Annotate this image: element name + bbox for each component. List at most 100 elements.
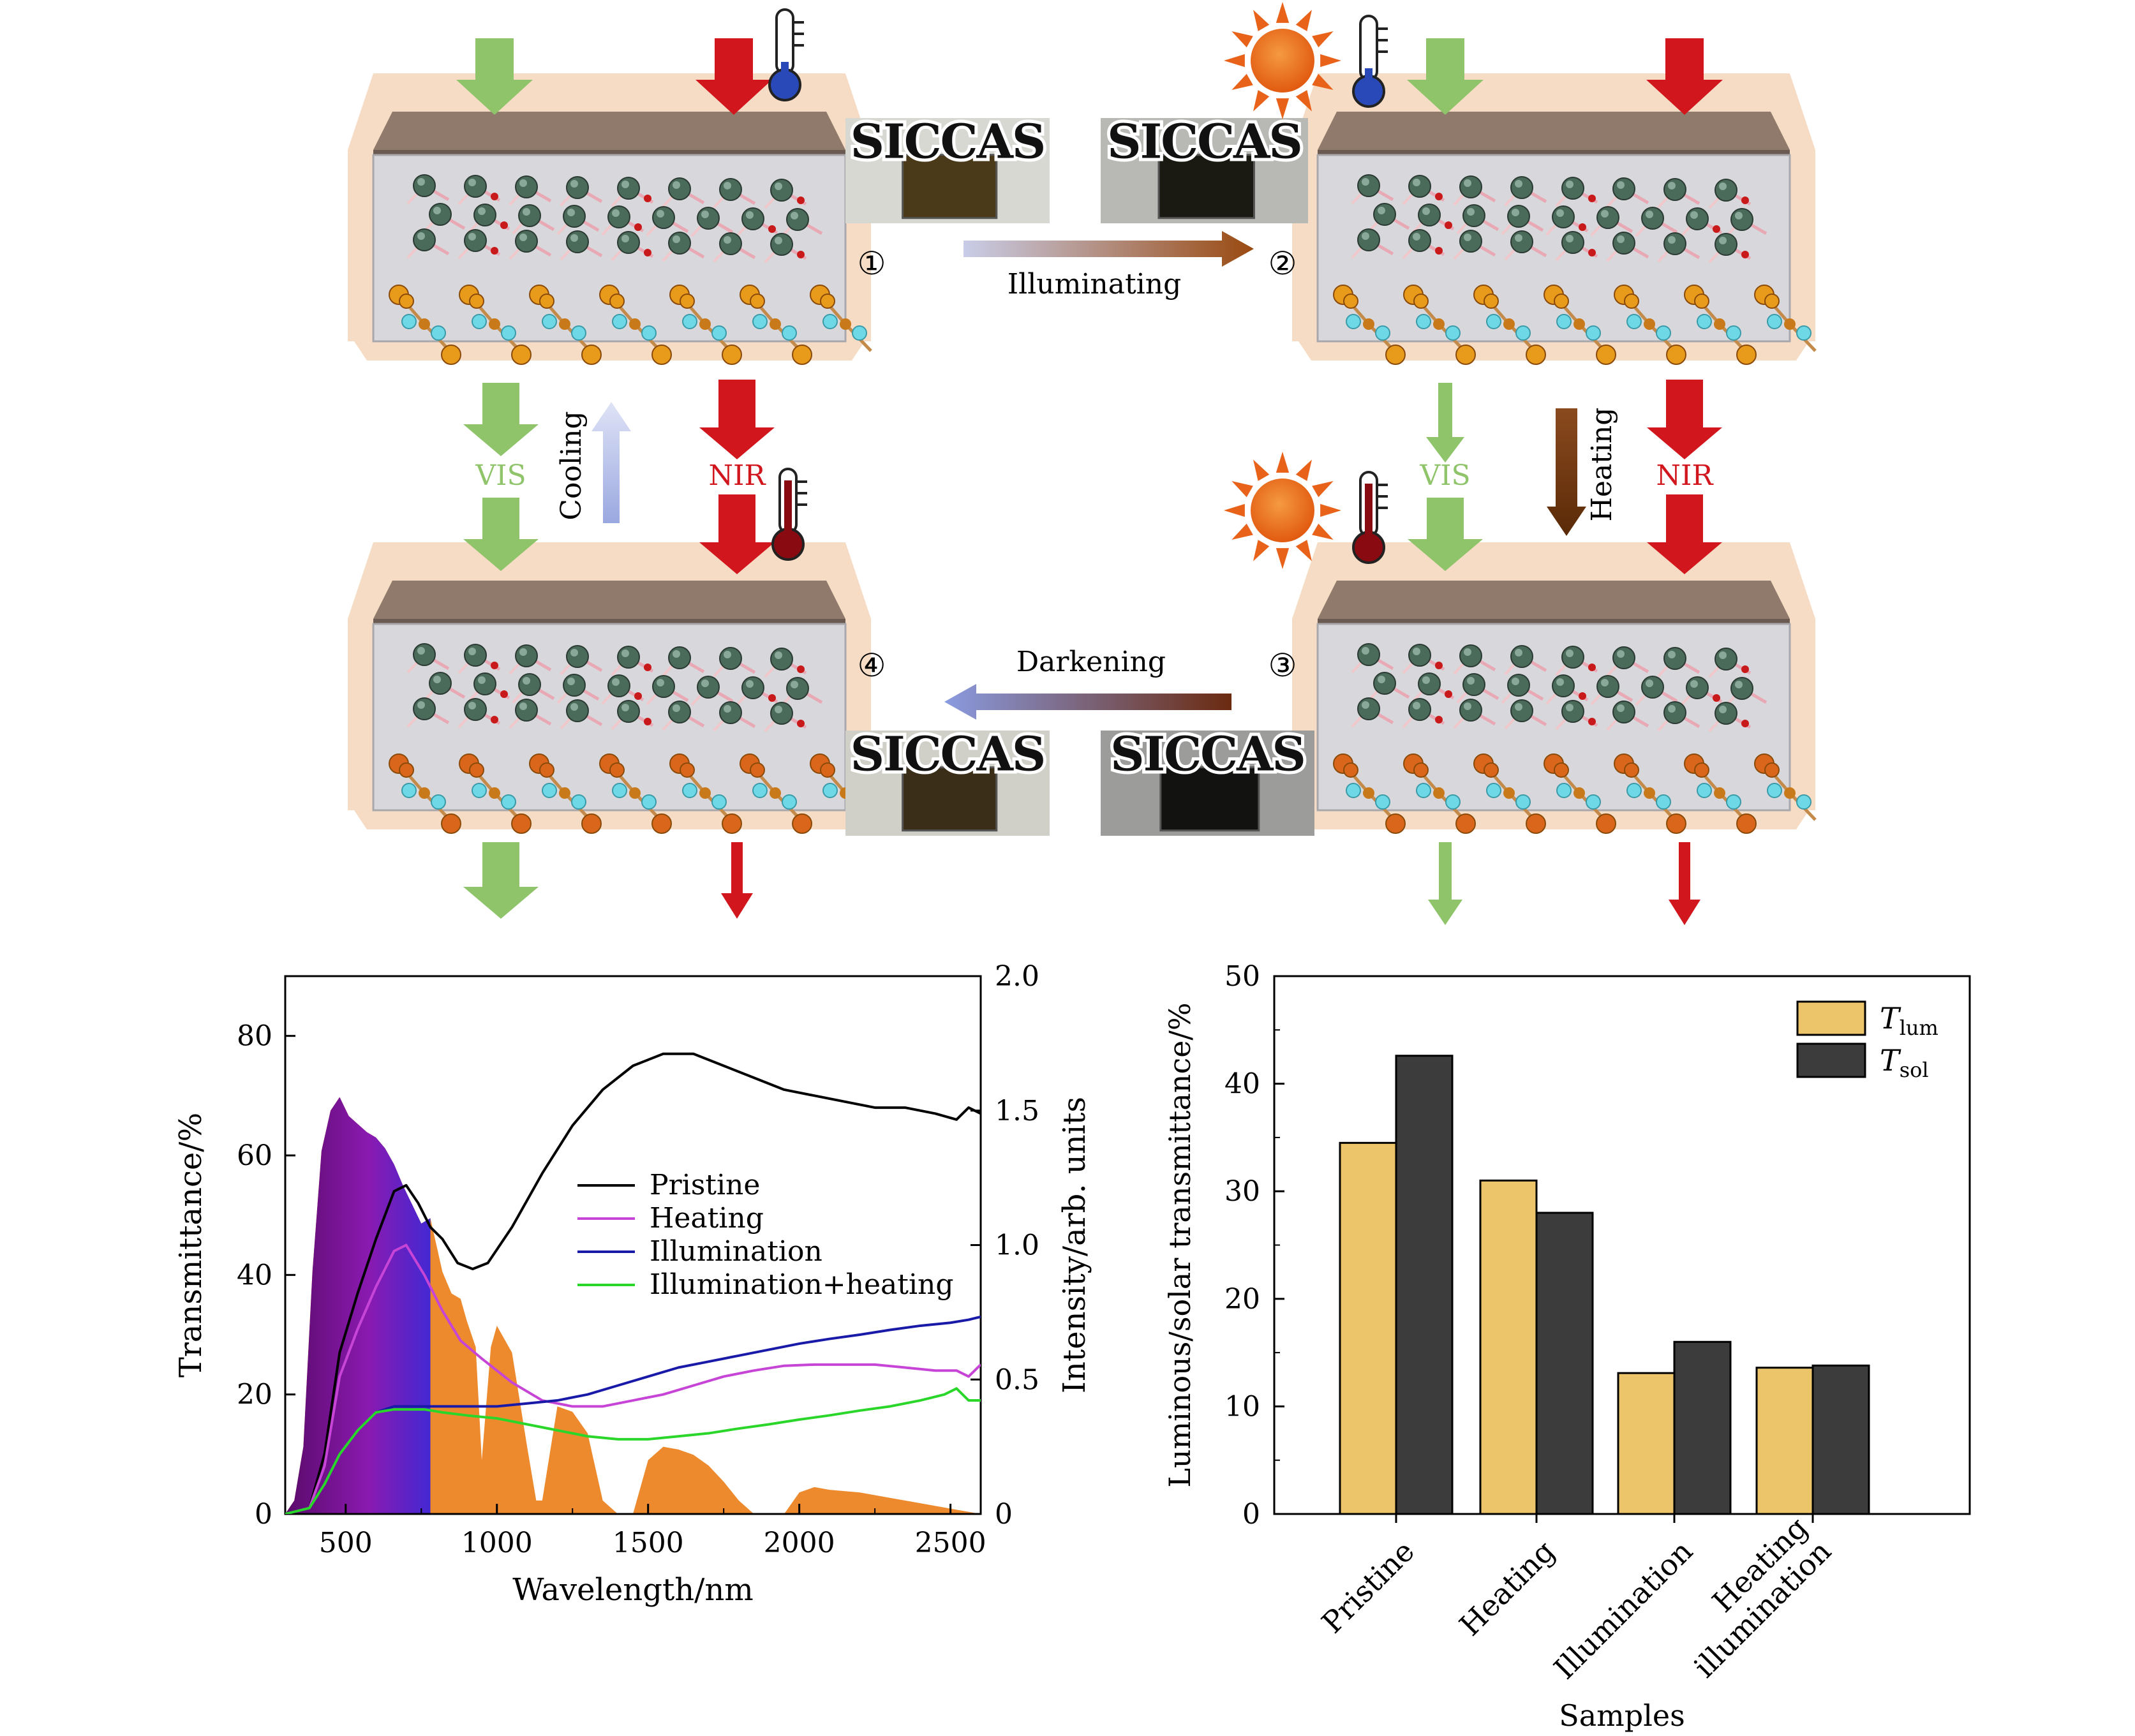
y-tick-label: 0 xyxy=(255,1498,272,1531)
heating-arrow xyxy=(1547,408,1586,536)
illuminating-label: Illuminating xyxy=(1008,268,1182,300)
x-tick-label-line: Illumination xyxy=(1547,1534,1699,1686)
y2-tick-label: 0.5 xyxy=(995,1363,1039,1396)
solar-spectrum-area xyxy=(285,1097,981,1514)
step-marker: ② xyxy=(1268,245,1297,282)
vis-arrow xyxy=(1428,842,1462,925)
y-tick-label: 50 xyxy=(1224,960,1260,993)
x-tick-label: Pristine xyxy=(1315,1534,1421,1640)
thermometer-icon xyxy=(771,468,807,561)
panel-top-bar xyxy=(373,112,845,150)
panel-glass xyxy=(372,154,847,343)
panel-2 xyxy=(1292,73,1817,365)
panel-glass xyxy=(372,623,847,812)
crystal-structure xyxy=(389,174,872,365)
panel-top-bar xyxy=(1318,112,1790,150)
panel-glass xyxy=(1316,623,1791,812)
bar-lum-2 xyxy=(1617,1372,1676,1515)
sample-label: SICCAS xyxy=(851,115,1045,170)
legend-symbol: T xyxy=(1880,1043,1901,1078)
legend-swatch xyxy=(1796,1042,1866,1078)
vis-arrow xyxy=(456,38,533,115)
x-tick-label: 1000 xyxy=(461,1527,533,1559)
panel-4 xyxy=(348,542,872,834)
y2-tick-label: 0 xyxy=(995,1498,1013,1531)
x-tick-label: Illumination xyxy=(1547,1534,1699,1686)
crystal-structure xyxy=(1333,174,1817,365)
panel-3 xyxy=(1292,542,1817,834)
bar-lum-1 xyxy=(1479,1179,1538,1515)
chart-legend: PristineHeatingIlluminationIllumination+… xyxy=(577,1169,954,1301)
cooling-label: Cooling xyxy=(555,411,588,520)
x-tick-label-line: Heating xyxy=(1453,1534,1561,1642)
legend-subscript: lum xyxy=(1900,1016,1938,1040)
y2-tick-label: 1.5 xyxy=(995,1095,1039,1127)
y-axis-label: Luminous/solar transmittance/% xyxy=(1163,1002,1197,1487)
y-tick-label: 0 xyxy=(1242,1498,1260,1531)
nir-arrow xyxy=(1646,38,1723,115)
sun-icon xyxy=(1224,2,1341,119)
vis-arrow xyxy=(1407,38,1484,115)
thermometer-icon xyxy=(768,8,804,101)
step-marker: ① xyxy=(858,245,886,282)
nir-label: NIR xyxy=(708,459,766,492)
darkening-label: Darkening xyxy=(1016,646,1166,678)
sample-label: SICCAS xyxy=(1107,115,1302,170)
x-axis-label: Wavelength/nm xyxy=(512,1572,754,1608)
nir-arrow xyxy=(1647,494,1722,574)
sample-label: SICCAS xyxy=(851,727,1045,782)
vis-arrow xyxy=(463,498,539,571)
x-tick-label: 1500 xyxy=(613,1527,684,1559)
bar-lum-0 xyxy=(1339,1141,1397,1515)
crystal-structure xyxy=(1333,643,1817,834)
darkening-arrow xyxy=(944,684,1231,720)
y-tick-label: 80 xyxy=(237,1020,272,1053)
y2-axis-label: Intensity/arb. units xyxy=(1057,1097,1092,1393)
legend-label: Heating xyxy=(650,1202,764,1235)
x-tick-label: 2000 xyxy=(764,1527,835,1559)
vis-arrow xyxy=(1408,498,1483,571)
x-tick-label: 500 xyxy=(319,1527,373,1559)
vis-arrow xyxy=(1426,383,1464,463)
crystal-structure xyxy=(389,643,872,834)
legend-label: Illumination xyxy=(650,1235,822,1268)
vis-arrow xyxy=(463,842,539,919)
sun-icon xyxy=(1224,452,1341,569)
nir-label: NIR xyxy=(1656,459,1714,492)
legend-label: Illumination+heating xyxy=(650,1268,954,1301)
y-tick-label: 20 xyxy=(237,1379,272,1411)
sample-photo: SICCAS xyxy=(845,112,1050,223)
vis-label: VIS xyxy=(1419,459,1470,492)
series-line-illumination-heating xyxy=(285,1387,981,1514)
legend-symbol: T xyxy=(1880,1001,1901,1035)
y-tick-label: 30 xyxy=(1224,1175,1260,1208)
x-axis-label: Samples xyxy=(1559,1698,1685,1733)
y-tick-label: 40 xyxy=(237,1259,272,1291)
sample-photo: SICCAS xyxy=(845,724,1050,836)
thermometer-icon xyxy=(1352,471,1388,564)
x-tick-label-line: Pristine xyxy=(1315,1534,1421,1640)
legend-label: Tlum xyxy=(1880,1001,1938,1040)
vis-label: VIS xyxy=(475,459,526,492)
bar-sol-1 xyxy=(1535,1212,1594,1515)
sample-photo: SICCAS xyxy=(1101,724,1314,836)
legend-subscript: sol xyxy=(1900,1058,1929,1082)
sample-label: SICCAS xyxy=(1110,727,1305,782)
step-marker: ③ xyxy=(1268,647,1297,684)
panel-top-bar xyxy=(1318,581,1790,619)
panel-top-bar xyxy=(373,581,845,619)
nir-arrow xyxy=(699,494,775,574)
legend-label: Pristine xyxy=(650,1169,760,1201)
panel-glass xyxy=(1316,154,1791,343)
y-axis-label: Transmittance/% xyxy=(173,1113,209,1377)
vis-arrow xyxy=(463,383,539,456)
bar-sol-2 xyxy=(1673,1340,1732,1515)
nir-arrow xyxy=(1647,380,1722,459)
